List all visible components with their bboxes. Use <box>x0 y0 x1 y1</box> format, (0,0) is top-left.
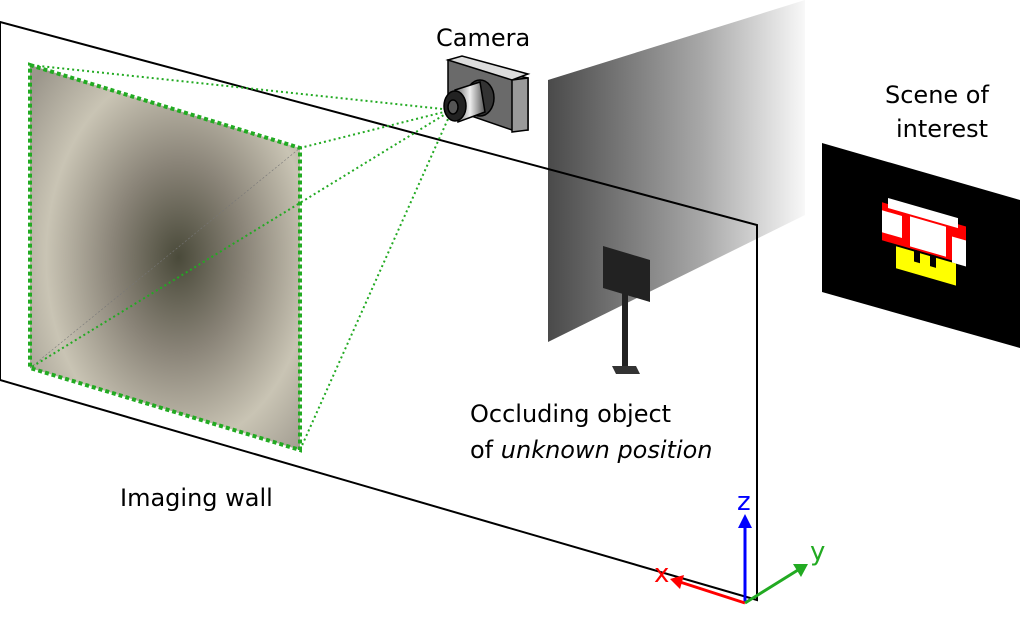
z-axis-label: z <box>737 487 751 517</box>
field-of-view-outline <box>28 62 302 453</box>
occluder-label-line2: of unknown position <box>470 436 713 464</box>
wall-label: Imaging wall <box>120 484 273 512</box>
coordinate-axes <box>670 514 808 605</box>
occluding-object <box>603 246 650 374</box>
mushroom-image <box>882 198 966 286</box>
occluder-label-line1: Occluding object <box>470 400 671 428</box>
occluder-label-italic: unknown position <box>501 436 713 464</box>
y-axis-label: y <box>810 537 825 567</box>
occluder-plane <box>548 0 805 342</box>
x-axis-label: x <box>654 559 669 589</box>
field-of-view-rays <box>29 64 453 451</box>
imaging-wall <box>0 20 758 602</box>
camera-icon <box>443 55 531 133</box>
scene-of-interest <box>822 143 1020 348</box>
scene-label-line2: interest <box>896 115 988 143</box>
scene-label-line1: Scene of <box>885 81 989 109</box>
occluder-label-prefix: of <box>470 436 501 464</box>
observed-image <box>30 65 300 450</box>
camera-label: Camera <box>436 24 530 52</box>
